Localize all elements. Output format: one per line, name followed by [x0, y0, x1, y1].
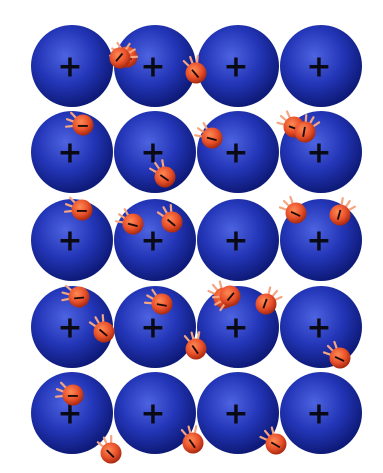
- ion-positive-sign: +: [223, 50, 248, 85]
- metal-ion-1: +: [31, 25, 113, 107]
- electron-negative-sign: −: [66, 386, 79, 405]
- ion-positive-sign: +: [223, 224, 248, 259]
- ion-positive-sign: +: [223, 136, 248, 171]
- ion-positive-sign: +: [306, 397, 331, 432]
- electron-negative-sign: −: [72, 287, 87, 307]
- metal-ion-3: +: [197, 25, 279, 107]
- ion-positive-sign: +: [57, 50, 82, 85]
- metal-ion-5: +: [31, 111, 113, 193]
- ion-positive-sign: +: [140, 50, 165, 85]
- ion-positive-sign: +: [306, 50, 331, 85]
- ion-positive-sign: +: [223, 397, 248, 432]
- ion-positive-sign: +: [140, 397, 165, 432]
- ion-positive-sign: +: [306, 224, 331, 259]
- electron-negative-sign: −: [75, 201, 88, 220]
- ion-positive-sign: +: [140, 311, 165, 346]
- metal-ion-4: +: [280, 25, 362, 107]
- ion-positive-sign: +: [57, 136, 82, 171]
- metal-ion-17: +: [31, 372, 113, 454]
- ion-positive-sign: +: [140, 224, 165, 259]
- electron-negative-sign: −: [76, 116, 89, 135]
- ion-positive-sign: +: [57, 224, 82, 259]
- metal-ion-20: +: [280, 372, 362, 454]
- ion-positive-sign: +: [140, 136, 165, 171]
- ion-positive-sign: +: [306, 311, 331, 346]
- metal-ion-7: +: [197, 111, 279, 193]
- metal-ion-11: +: [197, 199, 279, 281]
- ion-positive-sign: +: [223, 311, 248, 346]
- ion-positive-sign: +: [57, 311, 82, 346]
